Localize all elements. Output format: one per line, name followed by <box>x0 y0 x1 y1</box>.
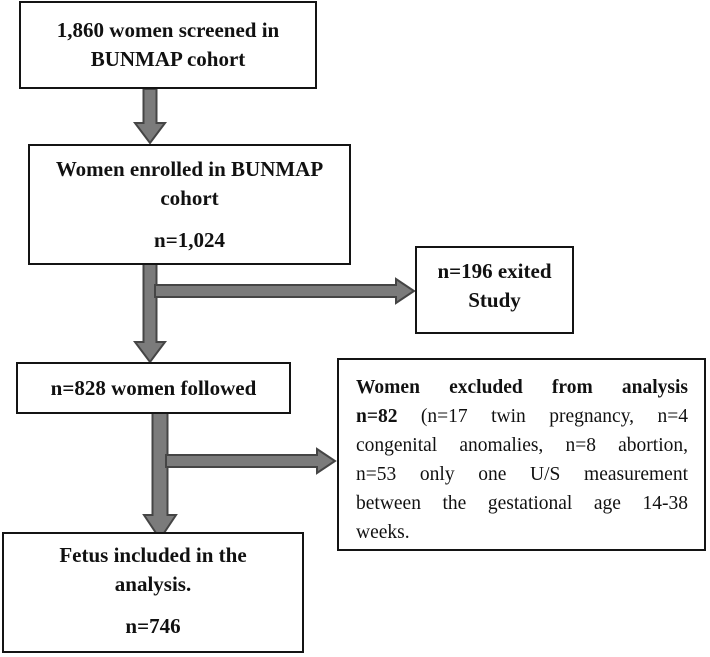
arrow-down-screened-to-enrolled-icon <box>133 88 167 145</box>
excluded-line-4: n=53 only one U/S measurement <box>356 464 688 485</box>
excluded-line-1: Women excluded from analysis <box>356 377 688 398</box>
arrow-right-to-exited-icon <box>154 277 416 305</box>
box-screened: 1,860 women screened in BUNMAP cohort <box>19 1 317 89</box>
included-count: n=746 <box>125 614 181 638</box>
box-excluded: Women excluded from analysis n=82 (n=17 … <box>337 358 706 551</box>
box-included: Fetus included in the analysis. n=746 <box>2 532 304 653</box>
included-line-2: analysis. <box>114 572 192 596</box>
enrolled-count: n=1,024 <box>154 228 225 252</box>
arrow-right-to-excluded-icon <box>165 447 337 475</box>
enrolled-line-2: cohort <box>160 186 219 210</box>
arrow-down-followed-to-included-icon <box>142 411 178 541</box>
excluded-line-2: n=82 (n=17 twin pregnancy, n=4 <box>356 406 688 427</box>
exited-line-2: Study <box>468 288 521 312</box>
enrolled-line-1: Women enrolled in BUNMAP <box>55 157 324 181</box>
box-enrolled: Women enrolled in BUNMAP cohort n=1,024 <box>28 144 351 265</box>
screened-line-1: 1,860 women screened in <box>56 18 280 42</box>
box-exited: n=196 exited Study <box>415 246 574 334</box>
excluded-line-3: congenital anomalies, n=8 abortion, <box>356 435 688 456</box>
excluded-line-5: between the gestational age 14-38 <box>356 493 688 514</box>
arrow-down-enrolled-to-followed-icon <box>133 263 167 364</box>
box-followed: n=828 women followed <box>16 362 291 414</box>
screened-line-2: BUNMAP cohort <box>90 47 246 71</box>
followed-line-1: n=828 women followed <box>50 375 257 400</box>
included-line-1: Fetus included in the <box>59 543 247 567</box>
exited-line-1: n=196 exited <box>437 259 552 283</box>
excluded-line-6: weeks. <box>356 522 410 543</box>
